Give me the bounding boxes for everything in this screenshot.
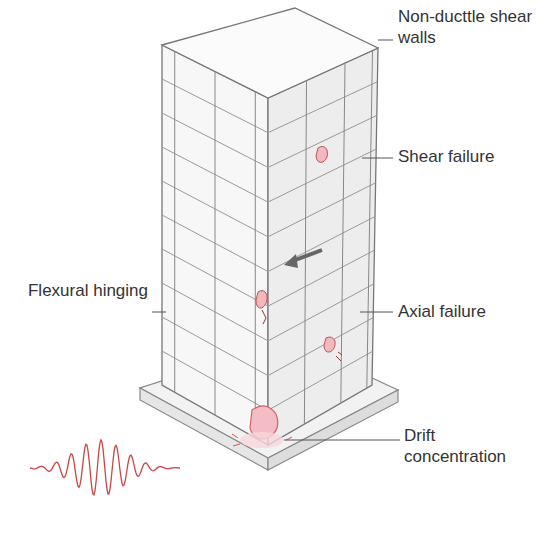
callout-label: Flexural hinging bbox=[20, 280, 148, 301]
frame-line bbox=[255, 92, 256, 438]
frame-line bbox=[268, 250, 374, 306]
frame-building bbox=[162, 8, 378, 445]
frame-line bbox=[367, 51, 373, 389]
frame-line bbox=[268, 318, 373, 376]
callout-label: Shear failure bbox=[398, 146, 534, 167]
callout-label: Non-ducttle shear walls bbox=[398, 6, 534, 48]
frame-line bbox=[174, 51, 175, 392]
floor-lines bbox=[162, 51, 377, 438]
seismic-wave bbox=[30, 440, 180, 495]
callout-label: Axial failure bbox=[398, 301, 534, 322]
frame-line bbox=[341, 63, 345, 403]
frame-line bbox=[268, 351, 373, 410]
frame-line bbox=[215, 72, 216, 416]
damage-marks bbox=[232, 146, 342, 448]
frame-line bbox=[268, 183, 376, 237]
frame-line bbox=[268, 284, 374, 341]
leader-lines bbox=[152, 40, 400, 440]
frame-line bbox=[304, 81, 306, 425]
frame-line bbox=[268, 217, 375, 272]
callout-label: Drift concentration bbox=[404, 425, 536, 467]
frame-line bbox=[268, 82, 377, 133]
frame-line bbox=[268, 115, 377, 167]
